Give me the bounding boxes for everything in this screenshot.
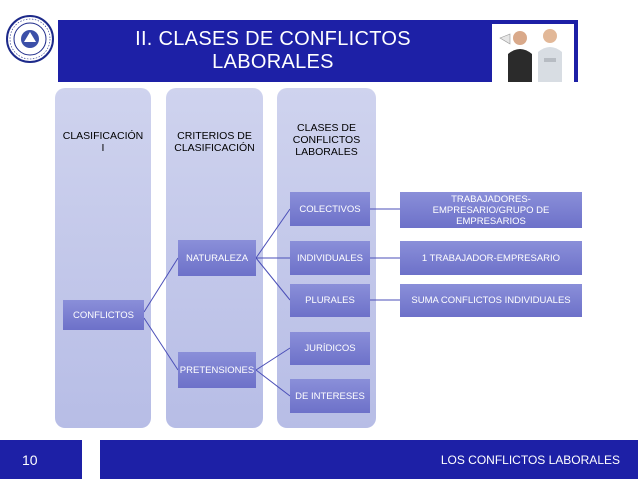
node-label: CONFLICTOS (72, 309, 135, 321)
page-number: 10 (0, 440, 82, 479)
node-de-intereses: DE INTERESES (290, 379, 370, 413)
link-pretensiones-juridicos (255, 347, 291, 371)
column-label-line: I (101, 142, 105, 154)
node-desc-individuales: 1 TRABAJADOR-EMPRESARIO (400, 241, 582, 275)
node-label: PLURALES (305, 295, 355, 306)
link-conflictos-naturaleza (143, 257, 179, 313)
node-colectivos: COLECTIVOS (290, 192, 370, 226)
node-desc-plurales: SUMA CONFLICTOS INDIVIDUALES (400, 284, 582, 317)
node-label-group: TRABAJADORES- EMPRESARIO/GRUPO DE EMPRES… (433, 194, 550, 227)
link-naturaleza-colectivos (255, 208, 291, 259)
column-label-line: CLASES DE (297, 122, 356, 134)
node-label: EMPRESARIOS (456, 215, 526, 227)
slide-title: II. CLASES DE CONFLICTOS LABORALES (58, 28, 488, 74)
node-label: 1 TRABAJADOR-EMPRESARIO (421, 252, 561, 264)
node-label: INDIVIDUALES (297, 252, 363, 264)
node-conflictos: CONFLICTOS (63, 300, 144, 330)
node-label: DE INTERESES (295, 390, 365, 402)
node-plurales: PLURALES (290, 284, 370, 317)
people-megaphone-image (492, 24, 574, 82)
node-label: PRETENSIONES (179, 364, 255, 376)
node-label: JURÍDICOS (304, 343, 356, 354)
footer-title: LOS CONFLICTOS LABORALES (100, 440, 638, 479)
column-label-line: CONFLICTOS (292, 134, 361, 146)
node-label: SUMA CONFLICTOS INDIVIDUALES (411, 295, 571, 306)
footer-text: LOS CONFLICTOS LABORALES (440, 452, 620, 467)
university-seal-icon (6, 15, 54, 63)
link-conflictos-pretensiones (143, 317, 179, 371)
node-juridicos: JURÍDICOS (290, 332, 370, 365)
slide-title-line2: LABORALES (212, 51, 334, 73)
column-label-line: CRITERIOS DE (177, 130, 252, 142)
node-naturaleza: NATURALEZA (178, 240, 256, 276)
title-bar: II. CLASES DE CONFLICTOS LABORALES (58, 20, 578, 82)
link-pretensiones-intereses (255, 369, 291, 397)
link-naturaleza-plurales (255, 257, 291, 301)
node-pretensiones: PRETENSIONES (178, 352, 256, 388)
column-clasificacion: CLASIFICACIÓN I (55, 88, 151, 428)
node-individuales: INDIVIDUALES (290, 241, 370, 275)
node-label: TRABAJADORES- (451, 193, 531, 205)
column-clases-label: CLASES DE CONFLICTOS LABORALES (277, 122, 376, 158)
slide-title-line1: II. CLASES DE CONFLICTOS (135, 28, 411, 50)
column-criterios-label: CRITERIOS DE CLASIFICACIÓN (166, 130, 263, 154)
column-label-line: CLASIFICACIÓN (174, 142, 255, 154)
node-label: NATURALEZA (185, 252, 249, 264)
column-label-line: CLASIFICACIÓN (62, 130, 144, 142)
node-desc-colectivos: TRABAJADORES- EMPRESARIO/GRUPO DE EMPRES… (400, 192, 582, 228)
node-label: EMPRESARIO/GRUPO DE (432, 204, 550, 216)
node-label: COLECTIVOS (299, 203, 361, 215)
column-clasificacion-label: CLASIFICACIÓN I (55, 130, 151, 154)
column-label-line: LABORALES (295, 146, 358, 158)
